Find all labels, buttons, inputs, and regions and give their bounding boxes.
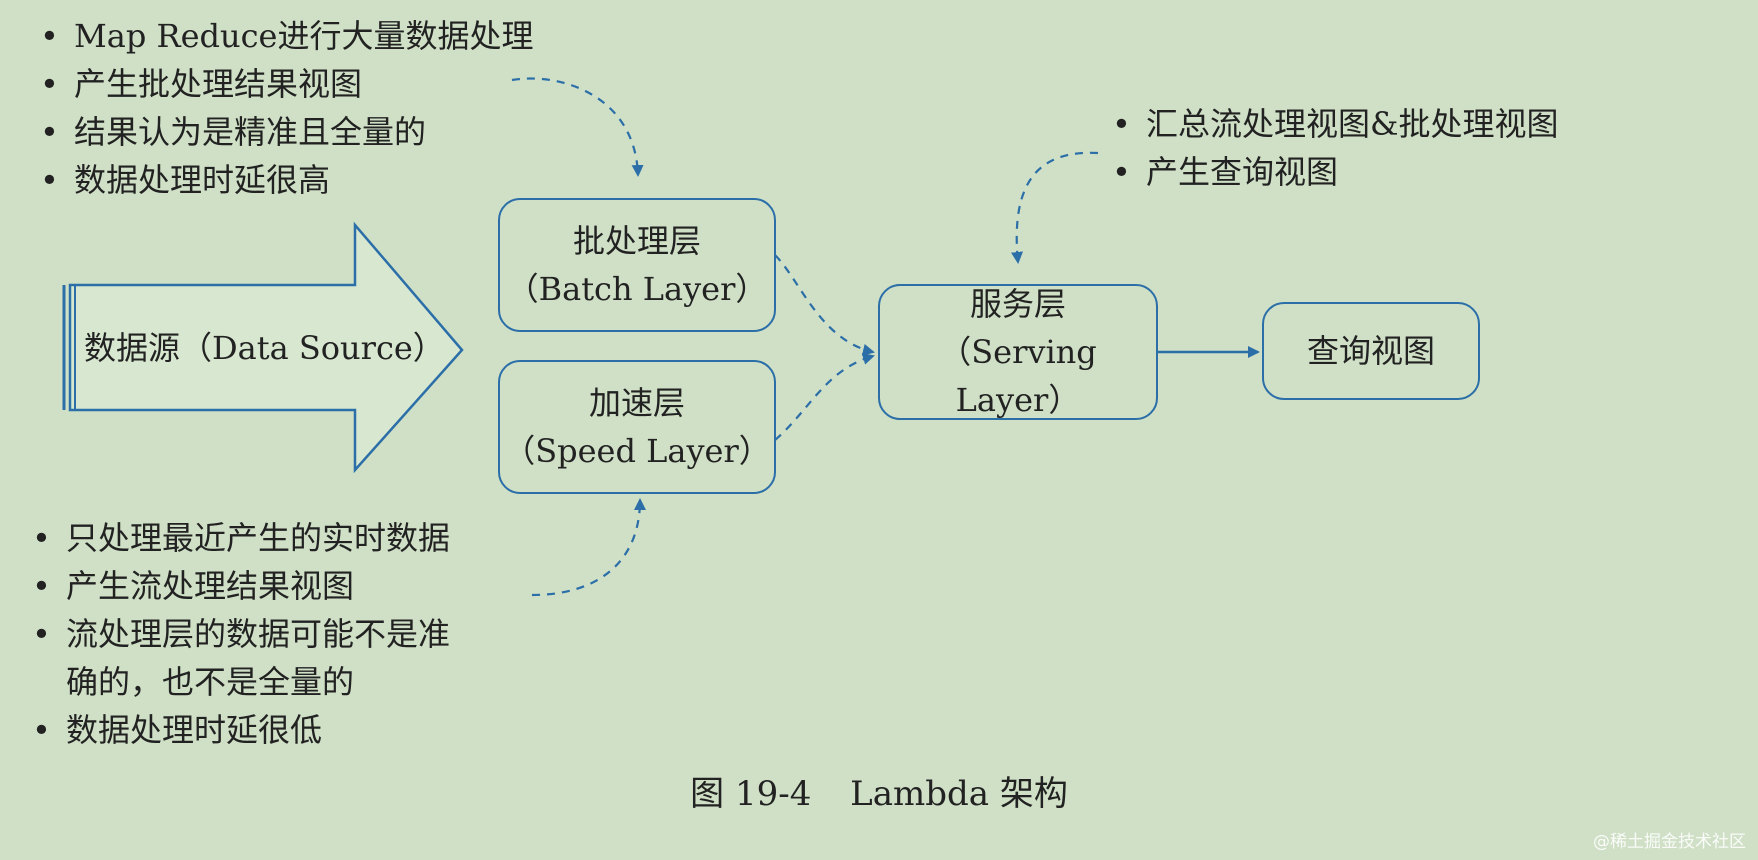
query-view-node: 查询视图 (1262, 302, 1480, 400)
speed-layer-title: 加速层 (588, 384, 685, 422)
serving-layer-subtitle: （Serving Layer） (939, 333, 1097, 419)
serving-layer-node: 服务层 （Serving Layer） (878, 284, 1158, 420)
batch-layer-subtitle: （Batch Layer） (506, 270, 768, 308)
speed-layer-node: 加速层 （Speed Layer） (498, 360, 776, 494)
speed-note-3: 流处理层的数据可能不是准 (28, 610, 450, 658)
dashed-connector-speed-to-serving (774, 353, 875, 441)
dashed-connector-speed-notes (531, 498, 646, 597)
query-view-label: 查询视图 (1306, 332, 1435, 370)
batch-note-2: 产生批处理结果视图 (36, 60, 534, 108)
speed-note-3-continued: 确的，也不是全量的 (66, 663, 355, 701)
figure-title: Lambda 架构 (850, 774, 1068, 814)
batch-note-1: Map Reduce进行大量数据处理 (36, 12, 534, 60)
dashed-connector-serving-notes (1011, 151, 1099, 264)
speed-layer-subtitle: （Speed Layer） (503, 432, 771, 470)
speed-note-4: 数据处理时延很低 (28, 706, 450, 754)
batch-notes-list: Map Reduce进行大量数据处理 产生批处理结果视图 结果认为是精准且全量的… (36, 12, 534, 204)
dashed-connector-batch-to-serving (774, 254, 875, 356)
serving-notes-list: 汇总流处理视图&批处理视图 产生查询视图 (1108, 100, 1559, 196)
speed-notes-list: 只处理最近产生的实时数据 产生流处理结果视图 流处理层的数据可能不是准 确的，也… (28, 514, 450, 754)
speed-note-1: 只处理最近产生的实时数据 (28, 514, 450, 562)
data-source-arrow (62, 221, 464, 474)
serving-note-1: 汇总流处理视图&批处理视图 (1108, 100, 1559, 148)
batch-note-3: 结果认为是精准且全量的 (36, 108, 534, 156)
serving-layer-title: 服务层 (969, 285, 1066, 323)
speed-note-2: 产生流处理结果视图 (28, 562, 450, 610)
batch-layer-title: 批处理层 (572, 222, 701, 260)
data-source-label: 数据源（Data Source） (84, 329, 445, 367)
batch-layer-node: 批处理层 （Batch Layer） (498, 198, 776, 332)
batch-note-4: 数据处理时延很高 (36, 156, 534, 204)
serving-note-2: 产生查询视图 (1108, 148, 1559, 196)
watermark-text: @稀土掘金技术社区 (1593, 832, 1746, 852)
figure-caption: 图 19-4 Lambda 架构 (0, 770, 1758, 818)
figure-number: 图 19-4 (690, 774, 812, 814)
